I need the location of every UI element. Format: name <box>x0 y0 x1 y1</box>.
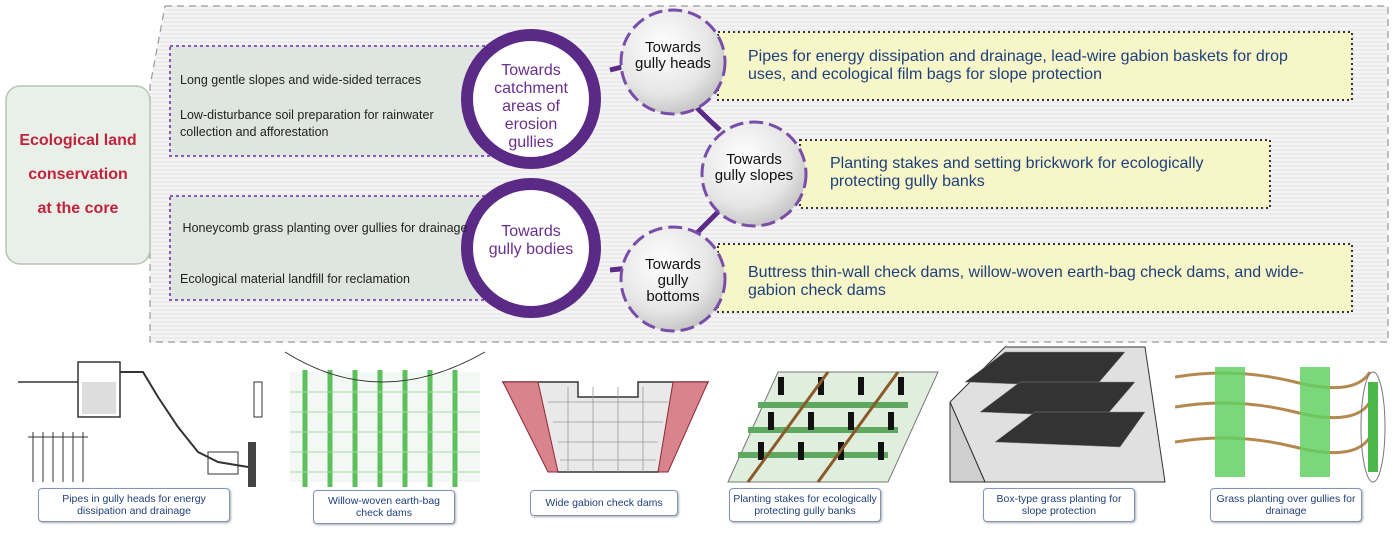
illustration-wide-gabion <box>501 381 710 473</box>
bodies-item-2: Ecological material landfill for reclama… <box>180 272 410 286</box>
core-box-bg <box>5 85 151 265</box>
node-slopes-circle <box>700 120 808 228</box>
bodies-item-1: Honeycomb grass planting over gullies fo… <box>182 221 468 235</box>
illustration-box-grass <box>949 346 1166 483</box>
node-bottoms-label: Towards gully bottoms <box>645 256 701 305</box>
caption-5: Box-type grass planting for slope protec… <box>983 488 1135 522</box>
measure-slopes-text: Planting stakes and setting brickwork fo… <box>830 155 1204 190</box>
caption-6: Grass planting over gullies for drainage <box>1210 488 1362 522</box>
hub-catchment-ring <box>461 29 601 169</box>
caption-3: Wide gabion check dams <box>530 490 678 516</box>
illustration-willow-earth-bag <box>284 351 486 487</box>
core-line-2: conservation <box>28 166 128 183</box>
caption-1: Pipes in gully heads for energy dissipat… <box>38 488 230 522</box>
hub-bodies-ring <box>461 178 601 318</box>
left-box-catchment <box>169 45 501 157</box>
left-box-bodies <box>169 195 501 301</box>
catchment-item-2: Low-disturbance soil preparation for rai… <box>180 108 434 139</box>
illustration-planting-stakes <box>727 371 939 483</box>
catchment-item-1: Long gentle slopes and wide-sided terrac… <box>180 73 422 87</box>
node-heads-circle <box>619 8 727 116</box>
core-line-1: Ecological land <box>19 132 137 149</box>
hub-bodies-label: Towards gully bodies <box>488 223 574 258</box>
core-label: Ecological land conservation at the core <box>6 86 150 264</box>
measure-heads-text: Pipes for energy dissipation and drainag… <box>748 48 1288 83</box>
measure-box-slopes <box>799 139 1271 209</box>
node-heads-label: Towards gully heads <box>635 39 711 72</box>
caption-2: Willow-woven earth-bag check dams <box>313 490 455 524</box>
caption-4: Planting stakes for ecologically protect… <box>729 488 881 522</box>
node-slopes-label: Towards gully slopes <box>714 151 794 184</box>
illustration-pipes-gully-heads <box>18 361 263 487</box>
core-line-3: at the core <box>37 200 119 217</box>
illustration-grass-over-gullies <box>1175 367 1386 483</box>
node-bottoms-circle <box>619 225 727 333</box>
measure-bottoms-text: Buttress thin-wall check dams, willow-wo… <box>748 264 1304 299</box>
hub-catchment-label: Towards catchment areas of erosion gulli… <box>494 62 568 151</box>
measure-box-bottoms <box>717 243 1353 313</box>
